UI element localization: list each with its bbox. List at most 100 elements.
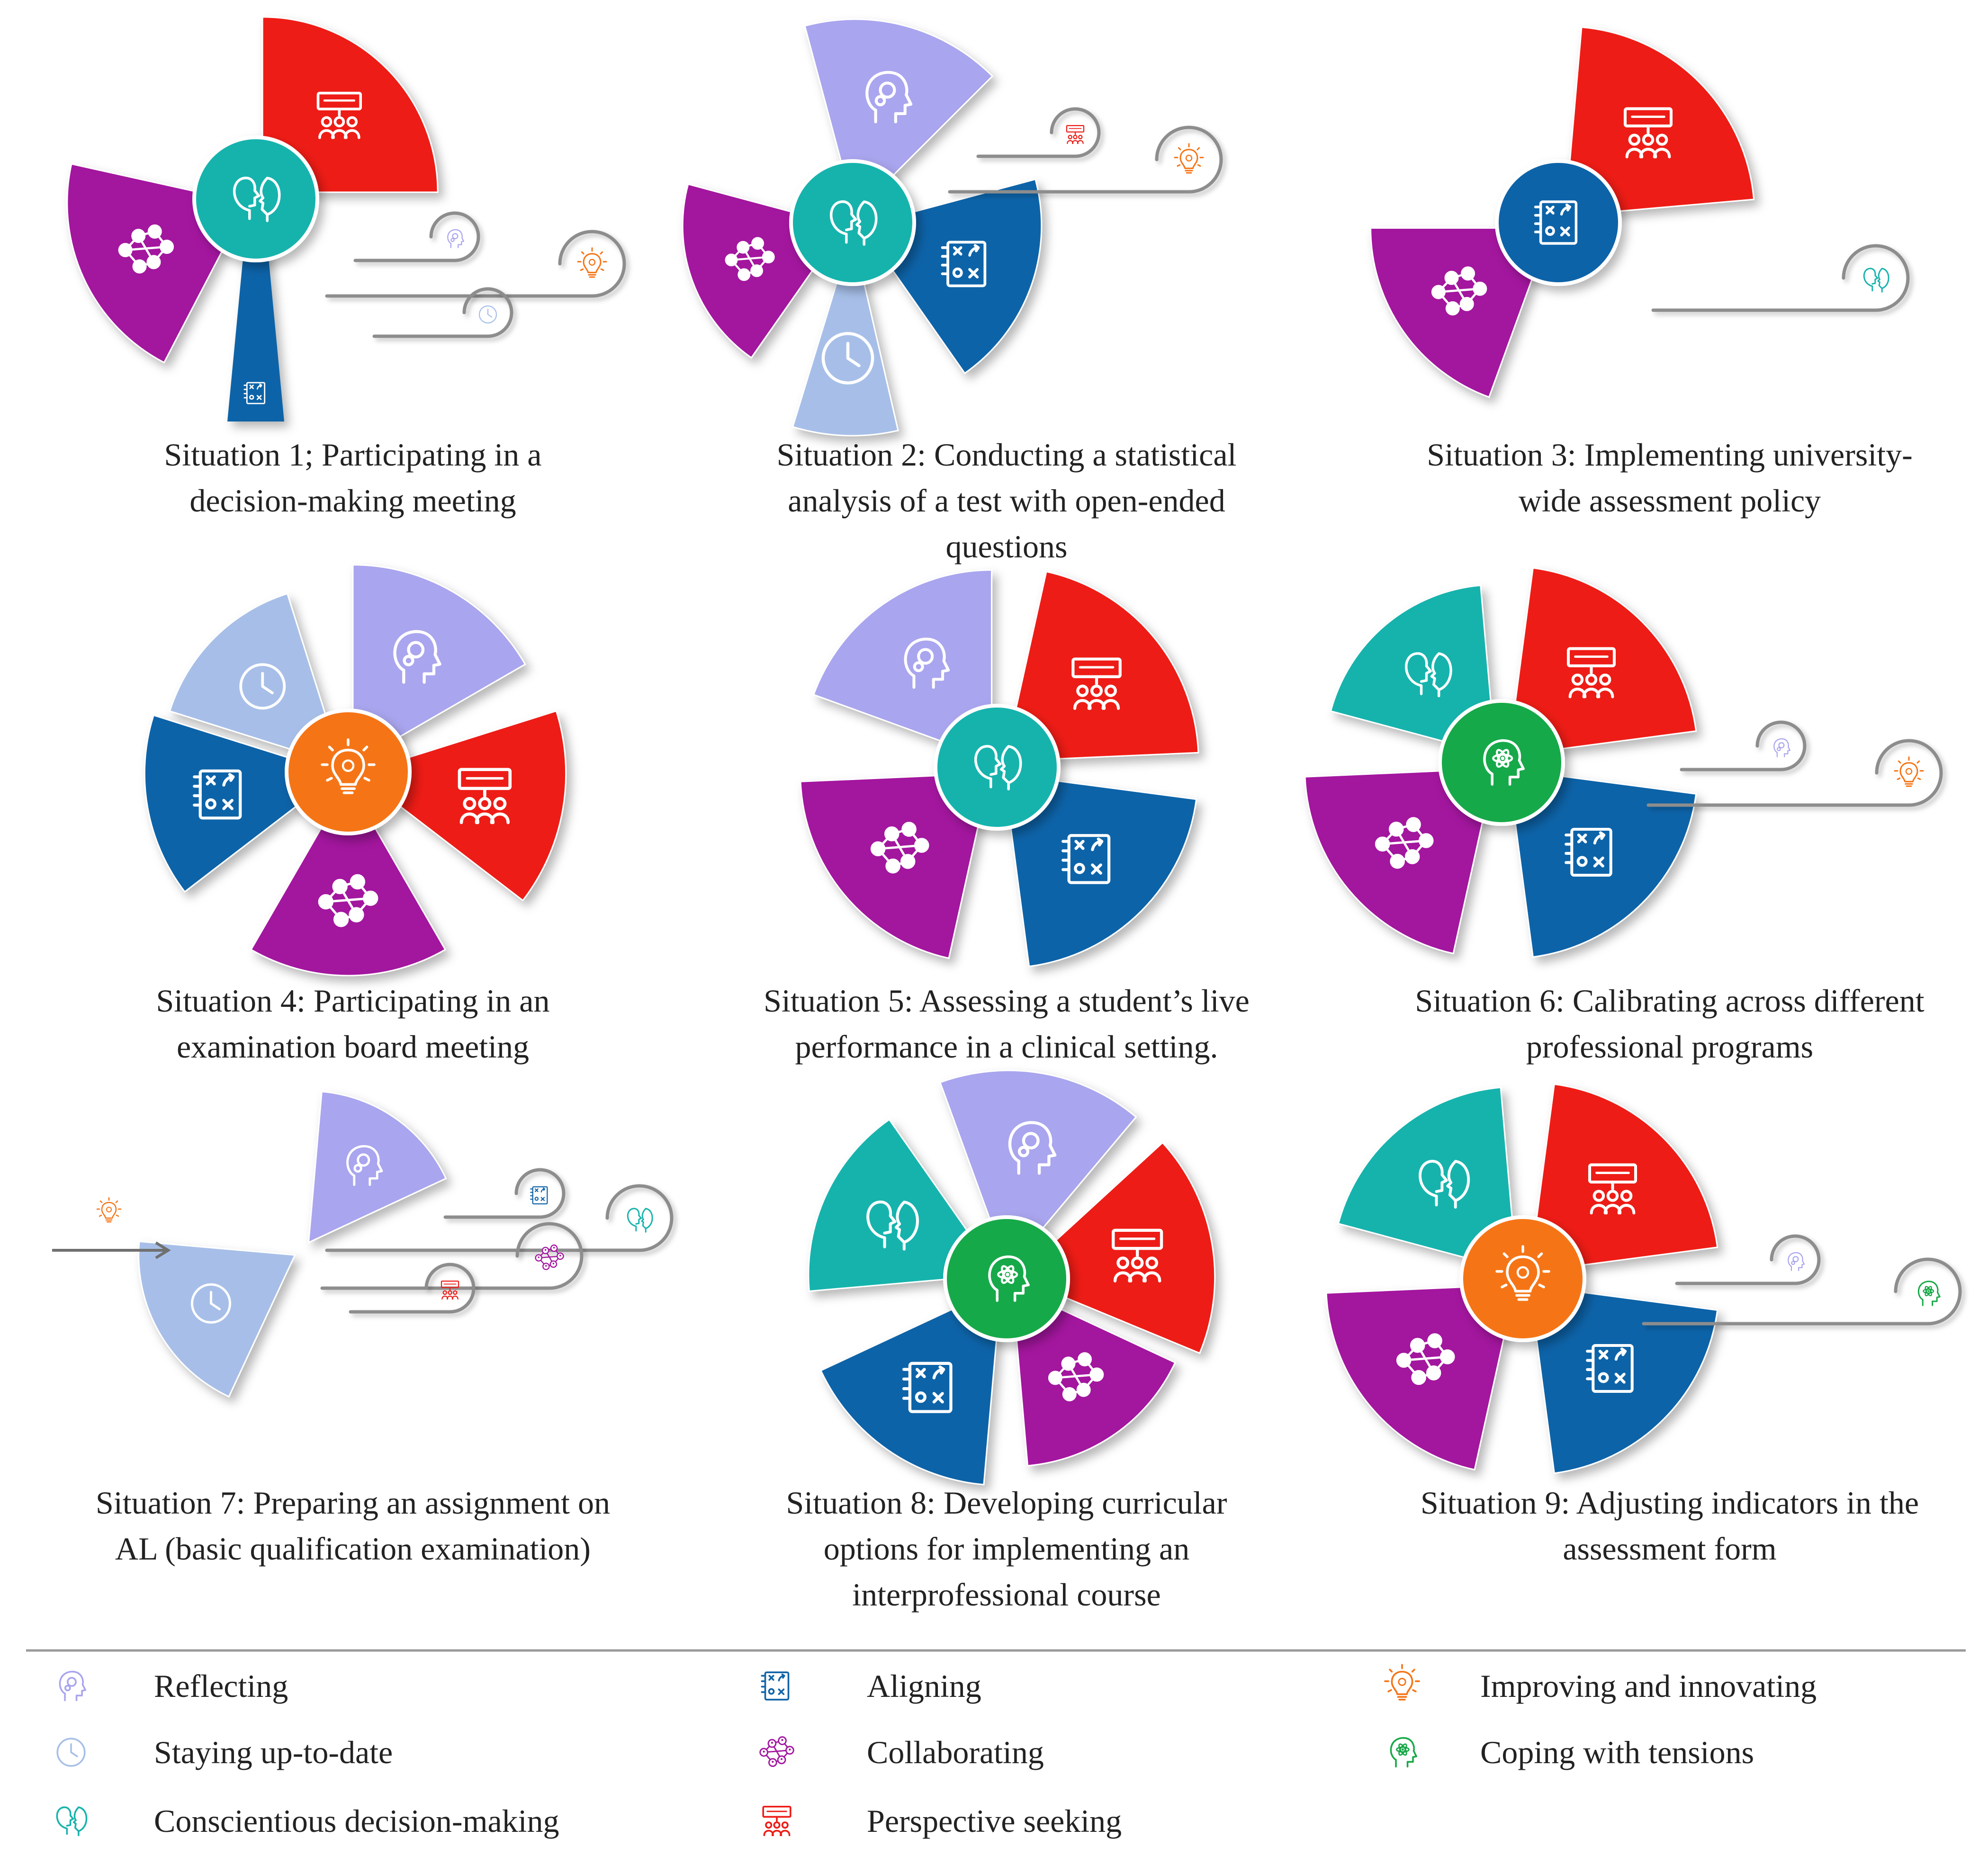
presentation-group-icon (1623, 107, 1673, 159)
game-plan-icon (530, 1186, 548, 1205)
caption-situation-9: Situation 9: Adjusting indicators in the… (1420, 1485, 1919, 1567)
network-icon (1375, 817, 1434, 869)
network-icon (725, 237, 775, 281)
head-gears-icon (393, 630, 441, 684)
network-icon (1431, 266, 1487, 316)
network-icon (1396, 1333, 1455, 1385)
blade-collaborating (250, 780, 447, 977)
hub-aligning (1495, 159, 1622, 286)
wind-improving-and-innovating (948, 126, 1223, 194)
lightbulb-icon (96, 1197, 122, 1223)
two-faces-icon (1419, 1160, 1470, 1209)
hub-coping-with-tensions (1438, 699, 1565, 826)
hub-conscientious-decision-making (934, 704, 1061, 831)
game-plan-icon (193, 769, 242, 820)
caption-situation-3: Situation 3: Implementing university-wid… (1427, 437, 1913, 519)
legend-label-reflecting: Reflecting (154, 1668, 288, 1704)
legend-label-coping-with-tensions: Coping with tensions (1480, 1734, 1754, 1770)
wind-conscientious-decision-making (325, 1184, 674, 1252)
head-atom-icon (988, 1255, 1030, 1302)
blade-aligning (1507, 768, 1697, 958)
incoming-improving-and-innovating (52, 1197, 171, 1259)
presentation-group-icon (316, 91, 362, 139)
clock-icon (821, 332, 874, 385)
blade-aligning (227, 204, 284, 421)
head-gears-icon (865, 71, 913, 124)
blade-collaborating (800, 772, 991, 959)
blade-perspective-seeking (1507, 567, 1697, 757)
legend-label-collaborating: Collaborating (867, 1734, 1044, 1770)
blade-perspective-seeking (1014, 1141, 1216, 1354)
blade-aligning (1529, 1284, 1718, 1474)
legend-label-improving-and-innovating: Improving and innovating (1480, 1668, 1817, 1704)
legend-label-conscientious-decision-making: Conscientious decision-making (154, 1803, 559, 1839)
situation-4 (144, 564, 567, 977)
legend-network-icon (759, 1736, 794, 1767)
wind-reflecting (1680, 720, 1807, 771)
situation-6 (1304, 567, 1943, 958)
game-plan-icon (941, 241, 987, 287)
blade-staying-up-to-date (169, 592, 343, 767)
legend-head-gears-icon (59, 1670, 87, 1702)
situation-8 (808, 1069, 1216, 1486)
legend-presentation-group-icon (762, 1805, 792, 1837)
wind-perspective-seeking (349, 1263, 476, 1314)
situation-2 (682, 18, 1223, 437)
legend (26, 1649, 1966, 1837)
situation-7 (52, 1091, 674, 1398)
blade-collaborating (1325, 1284, 1517, 1471)
wind-conscientious-decision-making (1651, 244, 1910, 312)
head-gears-icon (1773, 738, 1791, 758)
blade-conscientious-decision-making (1330, 584, 1496, 756)
head-gears-icon (1008, 1121, 1057, 1175)
wind-coping-with-tensions (1642, 1257, 1962, 1326)
blade-perspective-seeking (1529, 1083, 1718, 1273)
game-plan-icon (243, 382, 266, 404)
network-icon (535, 1244, 564, 1270)
head-atom-icon (1483, 739, 1525, 786)
blade-reflecting (939, 1069, 1137, 1271)
game-plan-icon (1061, 834, 1111, 884)
wind-improving-and-innovating (325, 230, 626, 298)
blade-aligning (819, 1285, 1002, 1486)
two-faces-icon (627, 1208, 653, 1233)
presentation-group-icon (1588, 1163, 1637, 1215)
lightbulb-icon (1495, 1245, 1550, 1301)
situation-5 (800, 569, 1199, 968)
head-gears-icon (904, 637, 950, 689)
network-icon (870, 822, 929, 874)
legend-label-aligning: Aligning (867, 1668, 981, 1704)
blade-reflecting (812, 569, 993, 761)
blade-reflecting (307, 1091, 447, 1244)
lightbulb-icon (1894, 756, 1924, 787)
legend-two-faces-icon (56, 1806, 88, 1837)
blade-conscientious-decision-making (808, 1118, 999, 1292)
head-gears-icon (346, 1145, 383, 1186)
wind-aligning (443, 1168, 566, 1219)
lightbulb-icon (577, 247, 607, 278)
network-icon (1048, 1352, 1104, 1401)
head-atom-icon (1917, 1281, 1941, 1306)
caption-situation-6: Situation 6: Calibrating across differen… (1415, 983, 1925, 1065)
hub-conscientious-decision-making (192, 135, 319, 262)
blade-aligning (1003, 773, 1197, 968)
blade-perspective-seeking (261, 16, 439, 193)
game-plan-icon (902, 1362, 953, 1413)
presentation-group-icon (458, 768, 512, 825)
two-faces-icon (1405, 652, 1452, 698)
blade-staying-up-to-date (792, 229, 899, 437)
blade-perspective-seeking (1003, 571, 1199, 762)
wind-perspective-seeking (976, 107, 1101, 158)
blade-perspective-seeking (1564, 26, 1755, 217)
presentation-group-icon (441, 1280, 459, 1300)
wind-reflecting (353, 211, 480, 262)
legend-label-staying-up-to-date: Staying up-to-date (154, 1734, 393, 1770)
